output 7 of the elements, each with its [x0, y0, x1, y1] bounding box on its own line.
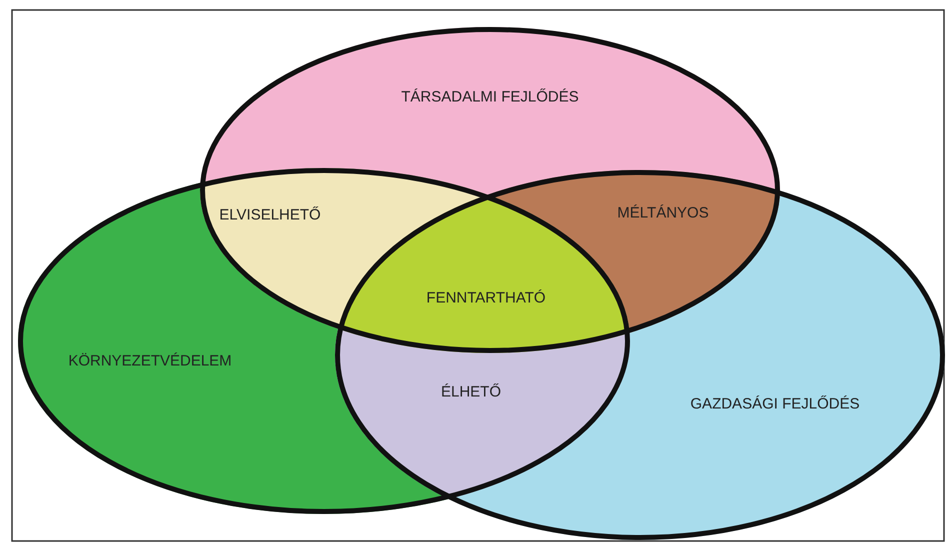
region-label: ELVISELHETŐ — [219, 206, 321, 224]
circle-label: KÖRNYEZETVÉDELEM — [68, 352, 232, 370]
circle-label: TÁRSADALMI FEJLŐDÉS — [401, 88, 579, 106]
circle-label: GAZDASÁGI FEJLŐDÉS — [690, 396, 860, 412]
region-label: FENNTARTHATÓ — [426, 290, 546, 306]
region-label: ÉLHETŐ — [441, 384, 501, 400]
region-label: MÉLTÁNYOS — [617, 204, 709, 222]
